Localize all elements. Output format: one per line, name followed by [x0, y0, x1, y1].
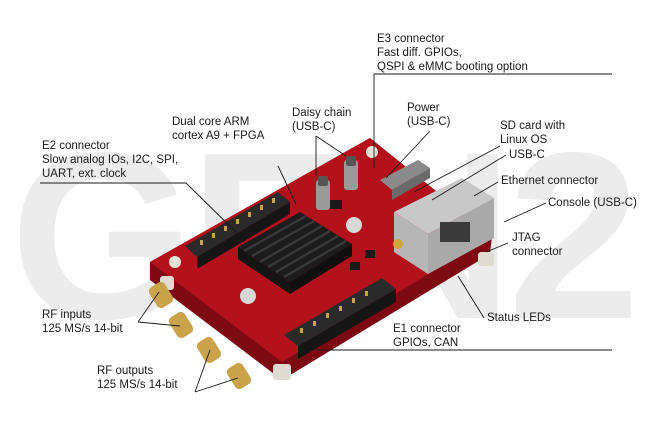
- leader-rf-out-2: [194, 377, 239, 393]
- leader-daisy-2: [315, 135, 347, 157]
- daisy-chain-ports: [316, 156, 358, 210]
- label-line: E2 connector: [42, 140, 110, 152]
- label-line: GPIOs, CAN: [393, 337, 459, 349]
- label-line: Status LEDs: [487, 312, 551, 324]
- label-line: USB-C: [509, 149, 545, 161]
- label-line: E3 connector: [377, 33, 445, 45]
- standoff: [273, 364, 291, 380]
- e2-header-pins: [200, 198, 275, 245]
- label-line: Fast diff. GPIOs,: [377, 47, 462, 59]
- standoff: [478, 252, 494, 266]
- label-line: RF inputs: [42, 309, 92, 321]
- leader-usb-c: [431, 154, 507, 201]
- label-line: SD card with: [500, 120, 566, 132]
- label-line: Linux OS: [500, 134, 548, 146]
- label-line: JTAG: [512, 232, 541, 244]
- label-line: Slow analog IOs, I2C, SPI,: [42, 154, 179, 166]
- e2-header: [185, 192, 290, 269]
- sd-card-slot: [380, 160, 430, 200]
- label-status-leds: Status LEDs: [487, 311, 551, 325]
- label-line: Daisy chain: [292, 107, 352, 119]
- label-line: RF outputs: [97, 365, 154, 377]
- label-line: Console (USB-C): [548, 197, 637, 209]
- label-usb-c: USB-C: [509, 148, 545, 162]
- label-ethernet: Ethernet connector: [501, 174, 598, 188]
- leader-rf-in-2: [137, 321, 181, 327]
- standoff-hole: [169, 256, 181, 268]
- label-rf-outputs: RF outputs 125 MS/s 14-bit: [97, 364, 178, 392]
- leader-dual-core: [277, 165, 297, 205]
- label-e3-connector: E3 connector Fast diff. GPIOs, QSPI & eM…: [377, 32, 528, 74]
- leader-jtag: [485, 242, 509, 253]
- leader-status-leds: [457, 275, 485, 319]
- leader-sd-card: [413, 145, 501, 193]
- label-line: Power: [407, 102, 440, 114]
- leader-power: [385, 130, 431, 179]
- label-line: cortex A9 + FPGA: [172, 130, 265, 142]
- standoff-hole: [366, 146, 378, 158]
- leader-console: [503, 202, 547, 223]
- leader-lines: [40, 73, 612, 393]
- label-power: Power (USB-C): [407, 101, 450, 129]
- label-daisy-chain: Daisy chain (USB-C): [292, 106, 351, 134]
- leader-e2: [40, 182, 243, 239]
- label-line: E1 connector: [393, 323, 461, 335]
- label-line: (USB-C): [292, 121, 336, 133]
- label-line: connector: [512, 246, 563, 258]
- label-line: 125 MS/s 14-bit: [42, 323, 123, 335]
- board-components: [240, 200, 403, 304]
- heatsink: [238, 212, 352, 294]
- leader-rf-out-1: [194, 349, 211, 393]
- label-e1-connector: E1 connector GPIOs, CAN: [393, 322, 461, 350]
- label-line: Ethernet connector: [501, 175, 599, 187]
- label-console: Console (USB-C): [548, 196, 637, 210]
- e1-header: [284, 278, 396, 359]
- label-sd-card: SD card with Linux OS: [500, 119, 565, 147]
- label-line: QSPI & eMMC booting option: [377, 61, 528, 73]
- ethernet-jack: [394, 178, 494, 274]
- label-e2-connector: E2 connector Slow analog IOs, I2C, SPI, …: [42, 139, 178, 181]
- leader-ethernet: [473, 181, 499, 197]
- leader-rf-in-1: [137, 291, 160, 323]
- label-line: UART, ext. clock: [42, 168, 127, 180]
- label-rf-inputs: RF inputs 125 MS/s 14-bit: [42, 308, 123, 336]
- label-jtag: JTAG connector: [512, 231, 563, 259]
- label-dual-core: Dual core ARM cortex A9 + FPGA: [172, 115, 264, 143]
- label-line: 125 MS/s 14-bit: [97, 379, 178, 391]
- label-line: Dual core ARM: [172, 116, 250, 128]
- sma-connectors: [148, 281, 252, 390]
- label-line: (USB-C): [407, 116, 451, 128]
